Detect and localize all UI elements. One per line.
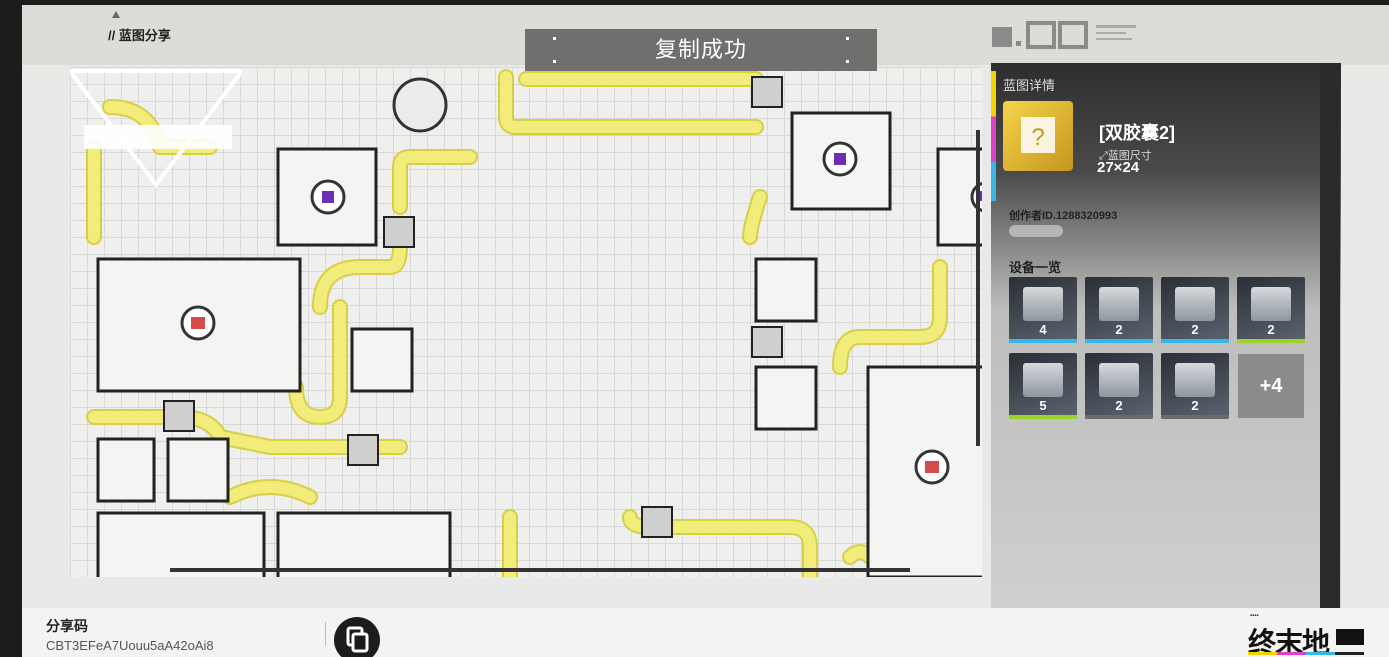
machine-icon bbox=[1099, 287, 1139, 321]
device-accent bbox=[1009, 415, 1077, 419]
splitter-node bbox=[163, 76, 783, 538]
brand-logo: ▪▪▪▪ 终末地 bbox=[1248, 613, 1368, 657]
device-card[interactable]: 2 bbox=[1085, 277, 1153, 343]
share-code-label: 分享码 bbox=[46, 618, 88, 634]
blueprint-canvas[interactable] bbox=[70, 67, 982, 577]
device-count: 2 bbox=[1115, 322, 1123, 337]
device-count: 4 bbox=[1039, 322, 1047, 337]
crystal-item-icon bbox=[322, 153, 982, 203]
device-count: 2 bbox=[1267, 322, 1275, 337]
blueprint-name: [双胶囊2] bbox=[1099, 123, 1175, 143]
device-card[interactable]: 5 bbox=[1009, 353, 1077, 419]
game-screen: // 蓝图分享 bbox=[22, 5, 1389, 657]
copy-button[interactable] bbox=[334, 617, 380, 657]
brand-small-icon: ▪▪▪▪ bbox=[1250, 613, 1259, 619]
triangle-icon bbox=[112, 11, 120, 18]
more-devices-button[interactable]: +4 bbox=[1238, 354, 1304, 418]
vertical-scrollbar[interactable] bbox=[976, 130, 980, 446]
machine-icon bbox=[1251, 287, 1291, 321]
device-card[interactable]: 2 bbox=[1085, 353, 1153, 419]
device-accent bbox=[1085, 339, 1153, 343]
copy-icon bbox=[346, 626, 369, 653]
device-card[interactable]: 2 bbox=[1161, 353, 1229, 419]
size-label-text: 蓝图尺寸 bbox=[1107, 150, 1152, 162]
creator-pill[interactable] bbox=[1009, 225, 1063, 237]
device-accent bbox=[1085, 415, 1153, 419]
blueprint-layout bbox=[86, 69, 982, 577]
machine-icon bbox=[1175, 363, 1215, 397]
resize-icon: ⤢ bbox=[1099, 150, 1108, 162]
horizontal-scrollbar[interactable] bbox=[170, 568, 910, 572]
studio-logo-icon bbox=[992, 21, 1136, 49]
capsule-item-icon bbox=[191, 317, 939, 473]
device-count: 5 bbox=[1039, 398, 1047, 413]
breadcrumb: // 蓝图分享 bbox=[108, 28, 171, 43]
panel-side-strip bbox=[1320, 63, 1340, 608]
svg-text:?: ? bbox=[1031, 124, 1044, 151]
bottom-bar: 分享码 CBT3EFeA7Uouu5aA42oAi8 ▪▪▪▪ 终末地 bbox=[22, 608, 1389, 657]
machine-icon bbox=[1175, 287, 1215, 321]
device-count: 2 bbox=[1115, 398, 1123, 413]
machine-icon bbox=[1023, 287, 1063, 321]
devices-title: 设备一览 bbox=[1009, 260, 1062, 275]
creator-id: 创作者ID.1288320993 bbox=[1009, 210, 1118, 222]
blueprint-size-label: ⤢蓝图尺寸 bbox=[1099, 147, 1152, 163]
device-count: 2 bbox=[1191, 398, 1199, 413]
panel-accent bbox=[991, 71, 996, 201]
device-accent bbox=[1161, 415, 1229, 419]
panel-title: 蓝图详情 bbox=[1003, 78, 1056, 93]
blueprint-size: 27×24 bbox=[1097, 159, 1140, 176]
game-logo-icon bbox=[70, 69, 242, 189]
blueprint-detail-panel: 蓝图详情 ? [双胶囊2] ⤢蓝图尺寸 27×24 创作者ID.12883209… bbox=[991, 63, 1341, 608]
toast-text: 复制成功 bbox=[654, 37, 747, 62]
device-count: 2 bbox=[1191, 322, 1199, 337]
machine-icon bbox=[1023, 363, 1063, 397]
brand-color-lines bbox=[1248, 652, 1364, 655]
machine-icon bbox=[1099, 363, 1139, 397]
device-accent bbox=[1161, 339, 1229, 343]
share-code-value: CBT3EFeA7Uouu5aA42oAi8 bbox=[46, 638, 214, 653]
device-accent bbox=[1237, 339, 1305, 343]
blueprint-box-icon: ? bbox=[1021, 117, 1055, 153]
device-card[interactable]: 4 bbox=[1009, 277, 1077, 343]
toast-message: 复制成功 bbox=[525, 29, 877, 71]
device-accent bbox=[1009, 339, 1077, 343]
device-card[interactable]: 2 bbox=[1161, 277, 1229, 343]
device-card[interactable]: 2 bbox=[1237, 277, 1305, 343]
divider bbox=[325, 622, 326, 646]
brand-box bbox=[1336, 629, 1364, 645]
blueprint-thumbnail: ? bbox=[1003, 101, 1073, 171]
